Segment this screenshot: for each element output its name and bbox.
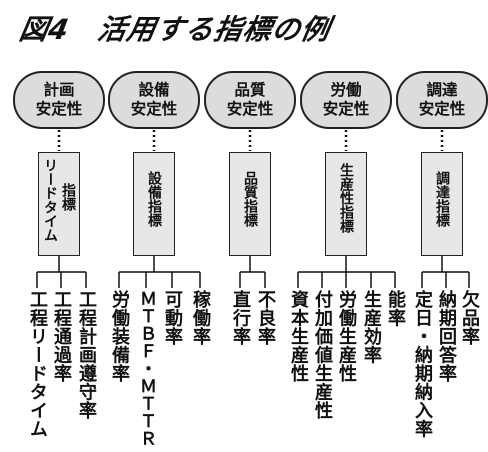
leaf-availability-rate: 可動率 — [162, 290, 183, 346]
category-planning-stability: 計画 安定性 — [13, 71, 105, 129]
category-procurement-stability: 調達 安定性 — [396, 71, 488, 129]
leaf-mtbf-mttr: ＭＴＢＦ・ＭＴＴＲ — [136, 290, 156, 448]
leaf-on-time-delivery-rate: 定日・納期納入率 — [412, 290, 433, 438]
box-label: 生産性指標 — [338, 163, 354, 233]
leaf-plan-adherence-rate: 工程計画遵守率 — [76, 290, 97, 420]
cap-label-line2: 安定性 — [35, 100, 83, 118]
category-quality-stability: 品質 安定性 — [204, 71, 296, 129]
indicator-box-leadtime: 指標 リードタイム — [38, 152, 80, 256]
leaf-first-pass-yield: 直行率 — [230, 290, 251, 346]
category-equipment-stability: 設備 安定性 — [108, 71, 200, 129]
cap-label-line1: 労働 — [330, 81, 362, 99]
cap-label-line1: 調達 — [426, 81, 458, 99]
leaf-labor-productivity: 労働生産性 — [336, 290, 357, 383]
box-label-line1: 指標 — [60, 183, 76, 211]
cap-label-line2: 安定性 — [130, 100, 178, 118]
leaf-process-pass-rate: 工程通過率 — [51, 290, 72, 383]
leaf-value-added-productivity: 付加価値生産性 — [312, 290, 333, 420]
box-label: 品質指標 — [242, 171, 258, 227]
leaf-production-efficiency: 生産効率 — [361, 290, 382, 364]
category-labor-stability: 労働 安定性 — [300, 71, 392, 129]
leaf-operation-rate: 稼働率 — [190, 290, 211, 346]
indicator-box-equipment: 設備指標 — [133, 152, 175, 256]
leaf-defect-rate: 不良率 — [255, 290, 276, 346]
indicator-box-productivity: 生産性指標 — [325, 152, 367, 256]
cap-label-line1: 計画 — [43, 81, 75, 99]
box-label: 設備指標 — [146, 171, 162, 227]
leaf-labor-equipment-ratio: 労働装備率 — [109, 290, 130, 383]
leaf-stockout-rate: 欠品率 — [459, 290, 480, 346]
cap-label-line2: 安定性 — [226, 100, 274, 118]
cap-label-line1: 品質 — [234, 81, 266, 99]
indicator-box-quality: 品質指標 — [229, 152, 271, 256]
cap-label-line2: 安定性 — [418, 100, 466, 118]
leaf-capital-productivity: 資本生産性 — [288, 290, 309, 383]
indicator-box-procurement: 調達指標 — [421, 152, 463, 256]
leaf-delivery-response-rate: 納期回答率 — [436, 290, 457, 383]
cap-label-line2: 安定性 — [322, 100, 370, 118]
leaf-process-leadtime: 工程リードタイム — [27, 290, 48, 438]
cap-label-line1: 設備 — [138, 81, 170, 99]
box-label: 調達指標 — [434, 171, 450, 227]
box-label-line2: リードタイム — [42, 158, 58, 242]
leaf-efficiency: 能率 — [385, 290, 406, 327]
